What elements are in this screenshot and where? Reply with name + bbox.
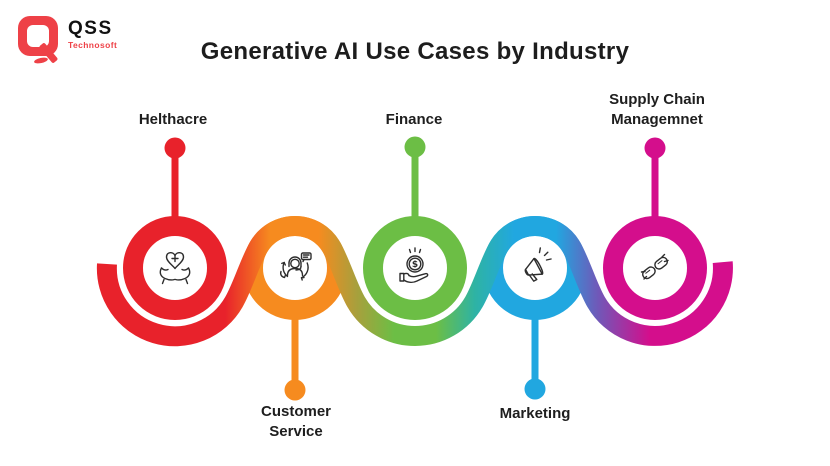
dot-marketing (524, 378, 546, 400)
healthcare-hands-heart-icon (159, 251, 191, 285)
label-supply-chain-line1: Supply Chain (609, 91, 705, 108)
connector-stems (164, 136, 666, 401)
chain-link-icon (640, 253, 669, 280)
label-supply-chain-line2: Managemnet (611, 111, 703, 128)
ring-healthcare (123, 216, 227, 320)
label-healthcare: Helthacre (139, 110, 207, 130)
qss-logo-q-icon (18, 16, 59, 65)
ring-supply-chain (603, 216, 707, 320)
customer-support-agent-icon (280, 252, 312, 281)
label-healthcare-line1: Helthacre (138, 111, 208, 128)
ring-finance (363, 216, 467, 320)
label-customer-service-line1: Customer (260, 403, 332, 420)
dot-finance (404, 136, 426, 158)
label-finance: Finance (386, 110, 443, 130)
qss-logo-q-hole (27, 25, 49, 47)
dot-customer-service (284, 379, 306, 401)
dollar-sign-glyph: $ (412, 260, 418, 270)
label-supply-chain: Supply Chain Managemnet (609, 90, 705, 130)
qss-logo-name: QSS (68, 18, 113, 39)
qss-logo-text: QSS Technosoft (68, 18, 117, 50)
megaphone-icon (524, 247, 552, 282)
label-finance-line1: Finance (385, 111, 443, 128)
dot-healthcare (164, 137, 186, 159)
label-customer-service: Customer Service (261, 402, 331, 442)
gradient-wave-ribbon (96, 216, 733, 347)
page-title: Generative AI Use Cases by Industry (200, 38, 630, 65)
qss-logo-subtitle: Technosoft (68, 40, 118, 50)
dollar-coin-hand-icon: $ (399, 247, 429, 284)
qss-technosoft-logo: QSS Technosoft (18, 14, 148, 66)
label-marketing: Marketing (500, 404, 571, 424)
dot-supply-chain (644, 137, 666, 159)
label-customer-service-line2: Service (269, 423, 323, 440)
label-marketing-line1: Marketing (499, 405, 571, 422)
